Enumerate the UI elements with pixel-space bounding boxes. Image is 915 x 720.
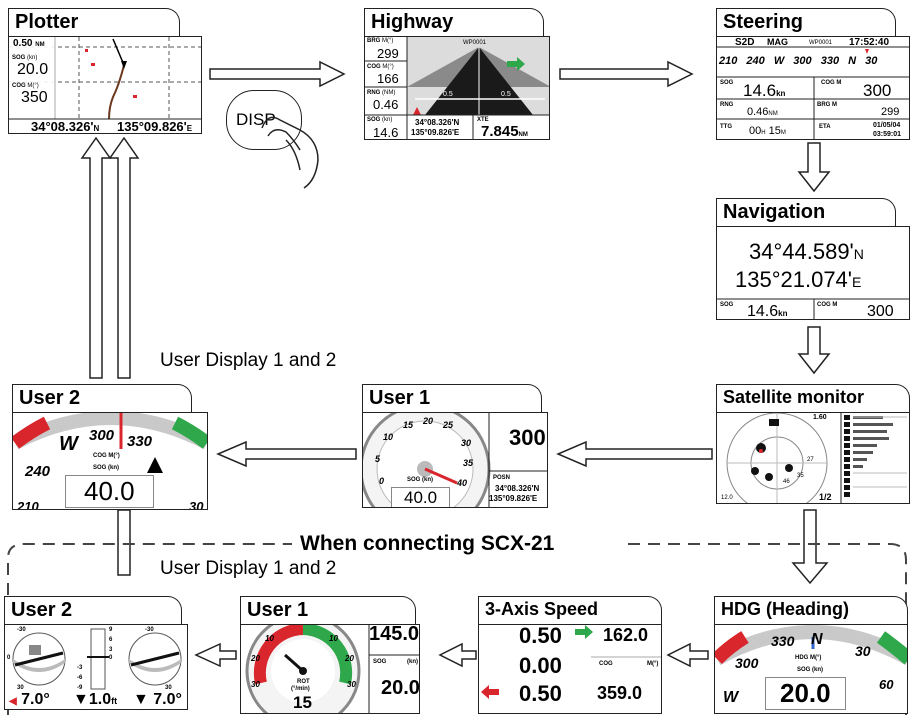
hdg-screen[interactable]: 300 330 N 30 W 60 HDG M(°) SOG (kn) 20.0 bbox=[714, 624, 908, 714]
arrow-highway-steering bbox=[559, 60, 694, 88]
navigation-tab: Navigation bbox=[716, 198, 896, 226]
steering-compass-tape: 210 240 W 300 330 N 30 bbox=[719, 55, 878, 67]
arrow-user1-user2 bbox=[216, 440, 357, 468]
user1b-rot: 15 bbox=[293, 693, 312, 712]
user2-sog: 40.0 bbox=[65, 475, 154, 508]
user1-gauge bbox=[363, 413, 547, 507]
highway-view bbox=[365, 37, 549, 139]
user-display-label-bottom: User Display 1 and 2 bbox=[160, 558, 337, 579]
plotter-tab: Plotter bbox=[8, 8, 180, 36]
navigation-sog: 14.6 bbox=[747, 303, 779, 320]
highway-sog-value: 14.6 bbox=[373, 125, 399, 140]
speed3-top: 162.0 bbox=[603, 625, 649, 645]
plotter-sog-value: 20.0 bbox=[17, 61, 49, 78]
user2b-heave: 1.0 bbox=[88, 691, 112, 708]
connector-user2-down bbox=[117, 509, 131, 576]
hdg-compass bbox=[715, 625, 907, 666]
plotter-screen[interactable]: 0.50 NM SOG (kn) 20.0 COG M(°) 350 34°08… bbox=[8, 36, 202, 134]
steering-screen[interactable]: S2D MAG WP0001 17:52:40 210 240 W 300 33… bbox=[716, 36, 910, 140]
arrow-3axis-user1 bbox=[438, 642, 477, 668]
user2b-tab: User 2 bbox=[4, 596, 182, 624]
user1b-sog: 20.0 bbox=[381, 677, 420, 699]
navigation-lon: 135°21.074' bbox=[735, 267, 852, 292]
user2b-roll: 7.0° bbox=[21, 691, 50, 708]
user2-compass bbox=[13, 413, 207, 473]
user2-screen[interactable]: W 300 330 240 210 30 COG M(°) SOG (kn) 4… bbox=[12, 412, 208, 510]
plotter-lon: 135°09.826' bbox=[117, 119, 187, 134]
highway-xte-value: 7.845 bbox=[481, 123, 519, 140]
user1-cog: 300 bbox=[509, 425, 546, 450]
user1b-rot-gauge bbox=[245, 625, 419, 713]
speed3-v2: 0.00 bbox=[519, 653, 562, 678]
user2b-attitude bbox=[12, 628, 182, 690]
user2b-pitch: 7.0° bbox=[153, 691, 182, 708]
user2b-screen[interactable]: 9 6 3 0 -3 -6 -9 -30 0 30 -30 30 ◀ 7.0° … bbox=[4, 624, 188, 710]
when-connecting-label: When connecting SCX-21 bbox=[300, 532, 555, 555]
plotter-lat: 34°08.326' bbox=[31, 119, 94, 134]
speed3-v1: 0.50 bbox=[519, 624, 562, 648]
arrow-user2-plotter-b bbox=[108, 136, 140, 379]
navigation-cog: 300 bbox=[867, 303, 894, 320]
user1-screen[interactable]: 15 20 25 10 30 5 35 0 40 SOG (kn) 40.0 3… bbox=[362, 412, 548, 508]
highway-tab: Highway bbox=[364, 8, 544, 36]
navigation-lat: 34°44.589' bbox=[749, 239, 854, 264]
speed3-tab: 3-Axis Speed bbox=[478, 596, 662, 624]
arrow-satellite-hdg bbox=[791, 509, 829, 585]
highway-screen[interactable]: BRG M(°) 299 WP0001 COG M(°) 166 RNG (NM… bbox=[364, 36, 550, 140]
arrow-plotter-highway bbox=[209, 60, 346, 88]
steering-lines bbox=[717, 46, 909, 139]
satellite-page: 1/2 bbox=[819, 492, 832, 502]
satellite-screen[interactable]: 1.60 1/2 12.0 27 35 46 bbox=[716, 412, 910, 504]
hdg-tab: HDG (Heading) bbox=[714, 596, 908, 624]
steering-tab: Steering bbox=[716, 8, 896, 36]
plotter-cog-value: 350 bbox=[21, 89, 48, 106]
satellite-skyplot bbox=[726, 413, 907, 503]
arrow-hdg-3axis bbox=[666, 642, 709, 668]
disp-label: DISP bbox=[236, 110, 276, 129]
highway-brg-value: 299 bbox=[377, 46, 399, 61]
arrow-user1-user2-bottom bbox=[194, 642, 237, 668]
user1b-top: 145.0 bbox=[369, 624, 420, 645]
steering-cog: 300 bbox=[863, 81, 892, 100]
user2-tab: User 2 bbox=[12, 384, 192, 412]
arrow-steering-navigation bbox=[797, 142, 831, 193]
hdg-sog: 20.0 bbox=[765, 677, 846, 710]
speed3-v3: 0.50 bbox=[519, 681, 562, 706]
highway-cog-value: 166 bbox=[377, 71, 399, 86]
speed3-bottom: 359.0 bbox=[597, 683, 643, 703]
arrow-navigation-satellite bbox=[797, 326, 831, 375]
speed3-screen[interactable]: 0.50 0.00 0.50 162.0 COG M(°) 359.0 bbox=[478, 624, 662, 714]
steering-sog: 14.6 bbox=[743, 81, 777, 100]
user1-sog: 40.0 bbox=[391, 487, 451, 507]
satellite-tab: Satellite monitor bbox=[716, 384, 910, 412]
user-display-label-top: User Display 1 and 2 bbox=[160, 350, 337, 371]
user1b-tab: User 1 bbox=[240, 596, 416, 624]
user1-tab: User 1 bbox=[362, 384, 542, 412]
scx21-boundary bbox=[7, 543, 907, 715]
steering-time: 17:52:40 bbox=[849, 37, 890, 48]
highway-rng-value: 0.46 bbox=[373, 97, 399, 112]
plotter-chart bbox=[9, 37, 201, 133]
arrow-satellite-user1 bbox=[556, 440, 713, 468]
user1b-screen[interactable]: 10 10 20 20 30 30 ROT (°/min) 15 145.0 S… bbox=[240, 624, 420, 714]
navigation-screen[interactable]: 34°44.589'N 135°21.074'E SOG 14.6kn COG … bbox=[716, 226, 910, 320]
arrow-user2-plotter-a bbox=[80, 136, 112, 379]
